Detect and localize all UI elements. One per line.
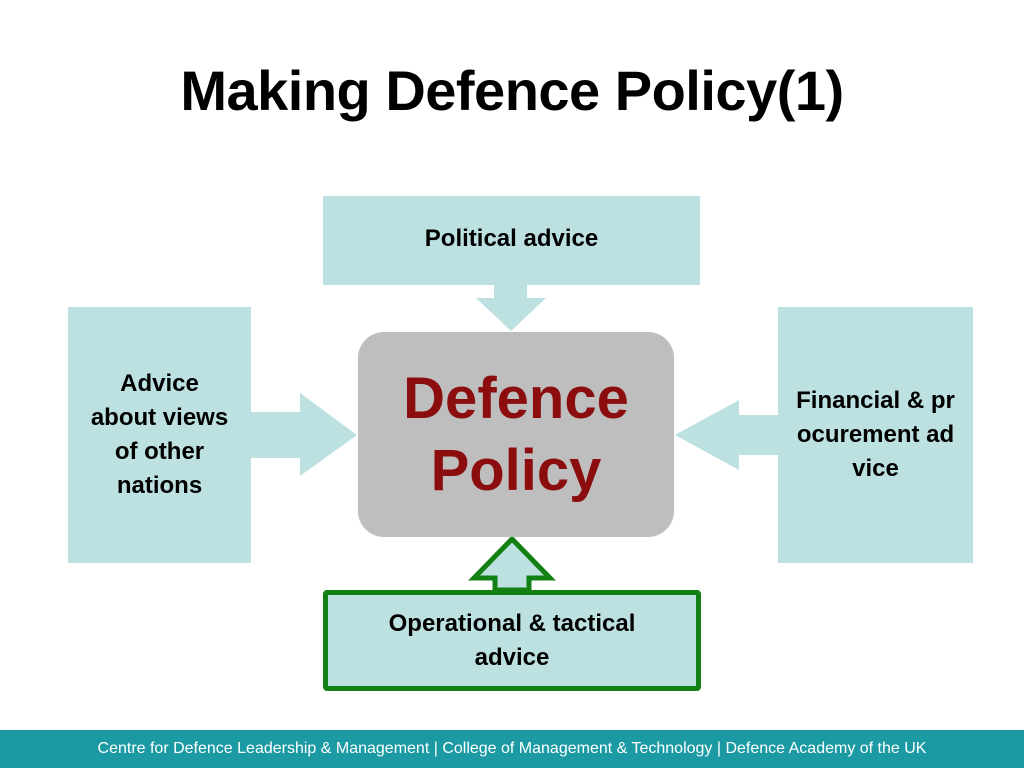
defence-policy-node: Defence Policy bbox=[358, 332, 674, 537]
operational-advice-box: Operational & tactical advice bbox=[323, 590, 701, 691]
center-label-line1: Defence bbox=[403, 365, 629, 431]
footer-bar: Centre for Defence Leadership & Manageme… bbox=[0, 730, 1024, 768]
nations-advice-label: Advice about views of other nations bbox=[90, 370, 229, 499]
operational-advice-label: Operational & tactical advice bbox=[388, 609, 636, 671]
slide-title: Making Defence Policy(1) bbox=[180, 59, 844, 122]
arrow-right-from-nations bbox=[251, 393, 357, 476]
arrow-down-from-political bbox=[476, 284, 546, 331]
financial-advice-label: Financial & procurement advice bbox=[796, 387, 955, 482]
arrow-left-from-financial bbox=[675, 400, 778, 470]
center-label-line2: Policy bbox=[430, 437, 602, 503]
political-advice-box: Political advice bbox=[323, 196, 700, 285]
nations-advice-box: Advice about views of other nations bbox=[68, 307, 251, 563]
political-advice-label: Political advice bbox=[424, 224, 599, 252]
arrow-up-from-operational bbox=[468, 535, 556, 593]
financial-advice-box: Financial & procurement advice bbox=[778, 307, 973, 563]
footer-text: Centre for Defence Leadership & Manageme… bbox=[97, 740, 927, 757]
